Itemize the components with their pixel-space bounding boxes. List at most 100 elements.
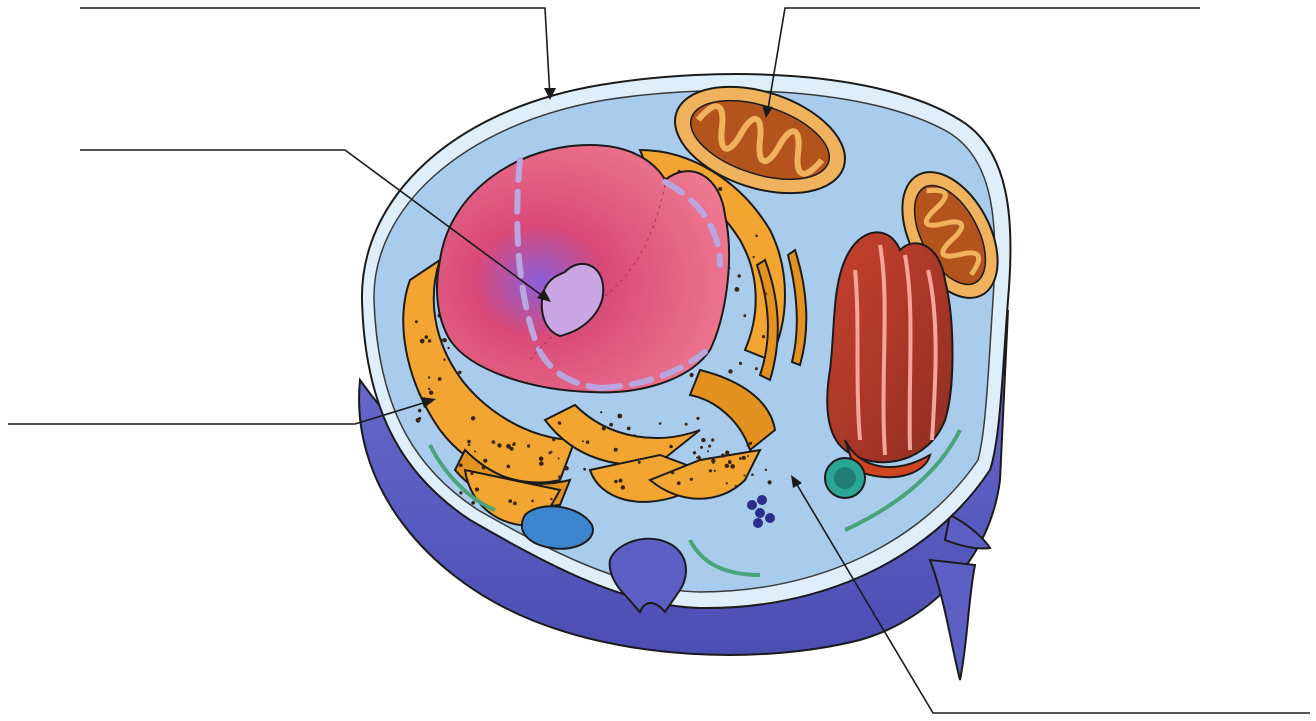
er-speckle [614,480,618,484]
er-speckle [730,464,735,469]
er-speckle [531,500,534,503]
er-speckle [739,362,742,365]
er-speckle [443,359,445,361]
er-speckle [747,455,749,457]
er-speckle [558,475,561,478]
er-speckle [458,371,462,375]
er-speckle [707,450,709,452]
er-speckle [475,488,479,492]
er-speckle [725,464,729,468]
er-speckle [685,423,688,426]
er-speckle [690,373,694,377]
er-speckle [696,457,698,459]
er-speckle [696,417,699,420]
er-speckle [429,391,433,395]
er-speckle [755,367,758,370]
er-speckle [614,448,618,452]
er-speckle [627,427,631,431]
er-speckle [539,456,544,461]
er-speckle [438,377,442,381]
er-speckle [765,469,767,471]
er-speckle [508,499,512,503]
er-speckle [709,469,712,472]
er-speckle [538,483,541,486]
er-speckle [420,339,425,344]
er-speckle [497,443,501,447]
er-speckle [728,460,732,464]
er-speckle [415,320,418,323]
er-speckle [762,335,765,338]
er-speckle [583,468,586,471]
er-speckle [739,457,742,460]
er-speckle [419,417,422,420]
er-speckle [701,438,705,442]
er-speckle [513,502,517,506]
er-speckle [602,427,606,431]
er-speckle [558,458,560,460]
er-speckle [512,443,515,446]
er-speckle [474,451,476,453]
er-speckle [617,414,622,419]
er-speckle [751,473,754,476]
er-speckle [586,441,589,444]
er-speckle [425,335,429,339]
er-speckle [743,314,746,317]
er-speckle [735,287,740,292]
er-speckle [539,461,544,466]
er-speckle [721,454,725,458]
er-speckle [712,462,714,464]
er-speckle [638,461,641,464]
er-speckle [459,491,462,494]
er-speckle [467,440,471,444]
er-speckle [527,444,530,447]
er-speckle [609,423,613,427]
er-speckle [726,482,728,484]
er-speckle [735,485,737,487]
er-speckle [659,422,662,425]
er-speckle [744,474,746,476]
er-speckle [700,446,703,449]
er-speckle [428,339,431,342]
er-speckle [718,187,722,191]
er-speckle [447,347,449,349]
er-speckle [764,293,767,296]
er-speckle [468,444,471,447]
er-speckle [441,339,444,342]
er-speckle [470,472,473,475]
pseudopod [930,560,975,680]
er-speckle [693,451,696,454]
er-speckle [711,438,714,441]
er-speckle [742,456,746,460]
er-speckle [459,463,463,467]
er-speckle [600,411,602,413]
er-speckle [471,416,475,420]
er-speckle [714,470,716,472]
er-speckle [708,445,711,448]
er-speckle [753,256,755,258]
er-speckle [690,478,693,481]
er-speckle [582,440,584,442]
er-speckle [510,447,514,451]
golgi-apparatus [827,232,952,477]
er-speckle [677,481,681,485]
er-speckle [507,465,511,469]
er-speckle [745,477,747,479]
er-speckle [492,440,496,444]
er-speckle [749,442,752,445]
er-speckle [471,501,475,505]
er-speckle [634,434,636,436]
er-speckle [725,451,729,455]
leader-line-membrane [80,8,550,98]
er-speckle [669,445,673,449]
er-speckle [483,459,487,463]
er-speckle [428,388,430,390]
er-speckle [482,466,486,470]
er-speckle [564,466,568,470]
er-speckle [728,369,732,373]
er-speckle [768,480,772,484]
er-speckle [428,376,430,378]
er-speckle [755,235,758,238]
er-speckle [698,455,700,457]
er-speckle [552,438,555,441]
